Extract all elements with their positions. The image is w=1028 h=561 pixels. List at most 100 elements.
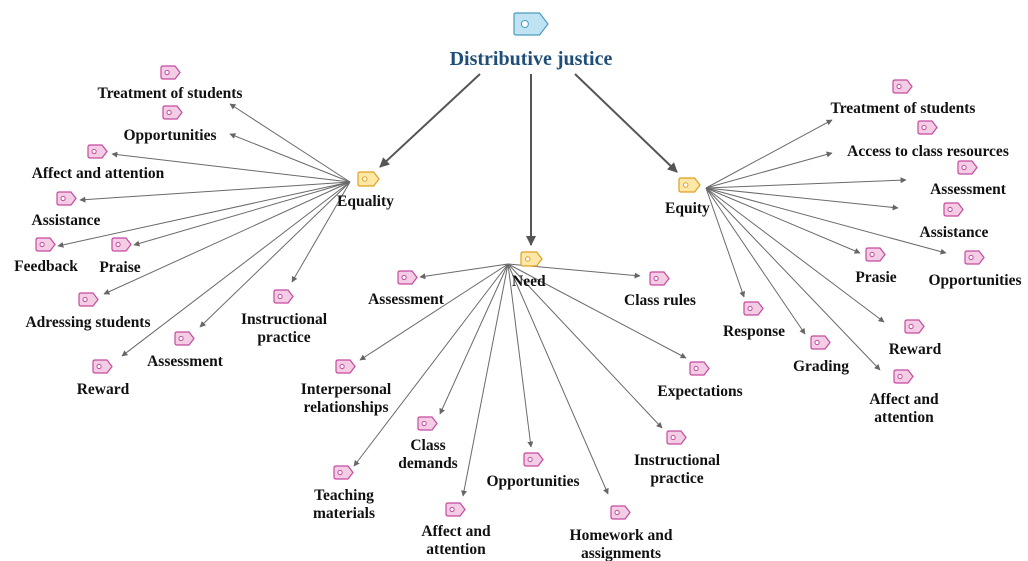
edge-leaf-equity-grading xyxy=(705,187,806,335)
leaf-equity-treatment-of-students: Treatment of students xyxy=(831,100,976,117)
leaf-equality-adressing-students: Adressing students xyxy=(25,314,150,331)
edge-root-equality xyxy=(379,73,481,168)
leaf-equality-reward: Reward xyxy=(77,381,130,398)
leaf-tag-icon xyxy=(160,65,181,80)
root-tag-icon xyxy=(513,12,549,36)
leaf-equity-assistance: Assistance xyxy=(920,224,989,241)
leaf-tag-icon xyxy=(92,359,113,374)
leaf-tag-icon xyxy=(273,289,294,304)
branch-label-equity: Equity xyxy=(665,200,710,217)
leaf-tag-icon xyxy=(523,452,544,467)
leaf-tag-icon xyxy=(689,361,710,376)
leaf-tag-icon xyxy=(957,160,978,175)
edge-leaf-need-expectations xyxy=(507,263,687,359)
edge-leaf-equality-opportunities xyxy=(229,133,351,183)
leaf-tag-icon xyxy=(397,270,418,285)
edge-leaf-equality-assessment xyxy=(199,181,351,328)
edge-leaf-equity-opportunities xyxy=(705,187,947,255)
leaf-equality-feedback: Feedback xyxy=(14,258,78,275)
leaf-equality-praise: Praise xyxy=(99,259,140,276)
leaf-tag-icon xyxy=(943,202,964,217)
leaf-equity-response: Response xyxy=(723,323,785,340)
edge-leaf-equity-response xyxy=(705,187,746,298)
leaf-equality-assistance: Assistance xyxy=(32,212,101,229)
leaf-equity-assessment: Assessment xyxy=(930,181,1007,198)
edge-leaf-need-homework-and-assignments xyxy=(507,263,609,495)
edge-leaf-need-interpersonal-relationships xyxy=(359,263,509,361)
leaf-tag-icon xyxy=(335,359,356,374)
branch-label-equality: Equality xyxy=(337,193,394,210)
edge-leaf-equality-praise xyxy=(133,181,351,247)
leaf-tag-icon xyxy=(865,247,886,262)
edge-leaf-need-class-demands xyxy=(439,263,509,415)
edge-root-equity xyxy=(574,73,678,173)
edge-leaf-equity-access-to-class-resources xyxy=(705,151,833,189)
leaf-tag-icon xyxy=(87,144,108,159)
edge-leaf-equality-affect-and-attention xyxy=(111,151,351,183)
leaf-tag-icon xyxy=(333,465,354,480)
branch-tag-icon xyxy=(357,171,380,187)
leaf-tag-icon xyxy=(892,79,913,94)
leaf-tag-icon xyxy=(893,369,914,384)
edge-leaf-equality-treatment-of-students xyxy=(229,103,351,183)
leaf-tag-icon xyxy=(666,430,687,445)
leaf-tag-icon xyxy=(810,335,831,350)
leaf-equality-treatment-of-students: Treatment of students xyxy=(98,85,243,102)
leaf-tag-icon xyxy=(78,292,99,307)
branch-label-need: Need xyxy=(512,273,546,290)
edge-leaf-equity-affect-and-attention xyxy=(705,187,881,371)
edge-leaf-equity-reward xyxy=(705,187,885,323)
leaf-tag-icon xyxy=(162,105,183,120)
leaf-tag-icon xyxy=(649,271,670,286)
branch-tag-icon xyxy=(678,177,701,193)
leaf-tag-icon xyxy=(917,120,938,135)
branch-tag-icon xyxy=(520,251,543,267)
leaf-equality-opportunities: Opportunities xyxy=(123,127,216,144)
edge-leaf-equality-instructional-practice xyxy=(291,181,351,283)
leaf-tag-icon xyxy=(56,191,77,206)
edge-leaf-equality-assistance xyxy=(79,181,351,203)
edge-leaf-need-teaching-materials xyxy=(353,263,509,467)
edge-leaf-equality-reward xyxy=(121,181,351,357)
leaf-need-expectations: Expectations xyxy=(657,383,742,400)
leaf-tag-icon xyxy=(743,301,764,316)
leaf-tag-icon xyxy=(964,250,985,265)
edge-leaf-need-opportunities xyxy=(507,263,534,448)
leaf-tag-icon xyxy=(904,319,925,334)
leaf-equity-reward: Reward xyxy=(889,341,942,358)
leaf-tag-icon xyxy=(35,237,56,252)
edge-leaf-equity-assessment xyxy=(705,177,907,189)
leaf-tag-icon xyxy=(174,331,195,346)
edges xyxy=(57,73,947,497)
leaf-tag-icon xyxy=(445,502,466,517)
edge-leaf-equality-feedback xyxy=(57,181,351,248)
edge-leaf-equity-prasie xyxy=(705,187,861,254)
leaf-tag-icon xyxy=(417,416,438,431)
leaf-need-opportunities: Opportunities xyxy=(486,473,579,490)
leaf-equality-affect-and-attention: Affect and attention xyxy=(32,165,165,182)
leaf-tag-icon xyxy=(111,237,132,252)
edge-leaf-need-affect-and-attention xyxy=(461,263,509,497)
root-node-label: Distributive justice xyxy=(450,48,613,70)
leaf-need-class-rules: Class rules xyxy=(624,292,696,309)
edge-leaf-equity-assistance xyxy=(705,187,899,211)
edge-leaf-equality-adressing-students xyxy=(103,181,351,295)
edge-leaf-equity-treatment-of-students xyxy=(705,119,833,189)
leaf-equity-grading: Grading xyxy=(793,358,849,375)
edge-leaf-need-instructional-practice xyxy=(507,263,663,429)
leaf-need-assessment: Assessment xyxy=(368,291,445,308)
leaf-tag-icon xyxy=(610,505,631,520)
edge-leaf-need-assessment xyxy=(419,263,509,280)
leaf-equity-access-to-class-resources: Access to class resources xyxy=(847,143,1009,160)
leaf-equity-prasie: Prasie xyxy=(855,269,896,286)
